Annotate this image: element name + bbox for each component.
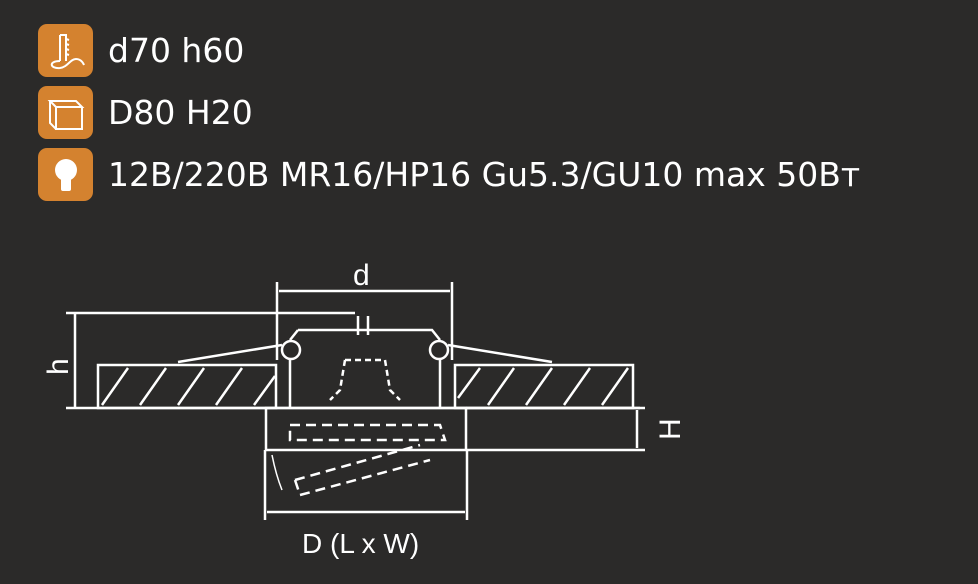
bulb-icon	[38, 148, 93, 201]
h-label: h	[42, 358, 75, 375]
spec-row-dimensions: D80 H20	[38, 86, 253, 139]
ceiling-right-hatched	[453, 363, 635, 410]
mounting-size-text: d70 h60	[108, 31, 245, 70]
h-dimension-line	[66, 311, 355, 410]
D-label: D (L x W)	[302, 528, 419, 559]
spec-row-mounting: d70 h60	[38, 24, 244, 77]
box-dimensions-icon	[38, 86, 93, 139]
lower-body	[264, 406, 468, 452]
mounting-depth-icon	[38, 24, 93, 77]
H-label: H	[654, 418, 687, 440]
d-dimension-line	[275, 282, 454, 360]
body-size-text: D80 H20	[108, 93, 253, 132]
H-dimension-line	[466, 406, 645, 452]
spec-row-lamp: 12B/220B MR16/HP16 Gu5.3/GU10 max 50Вт	[38, 148, 860, 201]
d-label: d	[353, 259, 370, 292]
lamp-spec-text: 12B/220B MR16/HP16 Gu5.3/GU10 max 50Вт	[108, 155, 861, 194]
D-dimension-line	[263, 450, 469, 520]
